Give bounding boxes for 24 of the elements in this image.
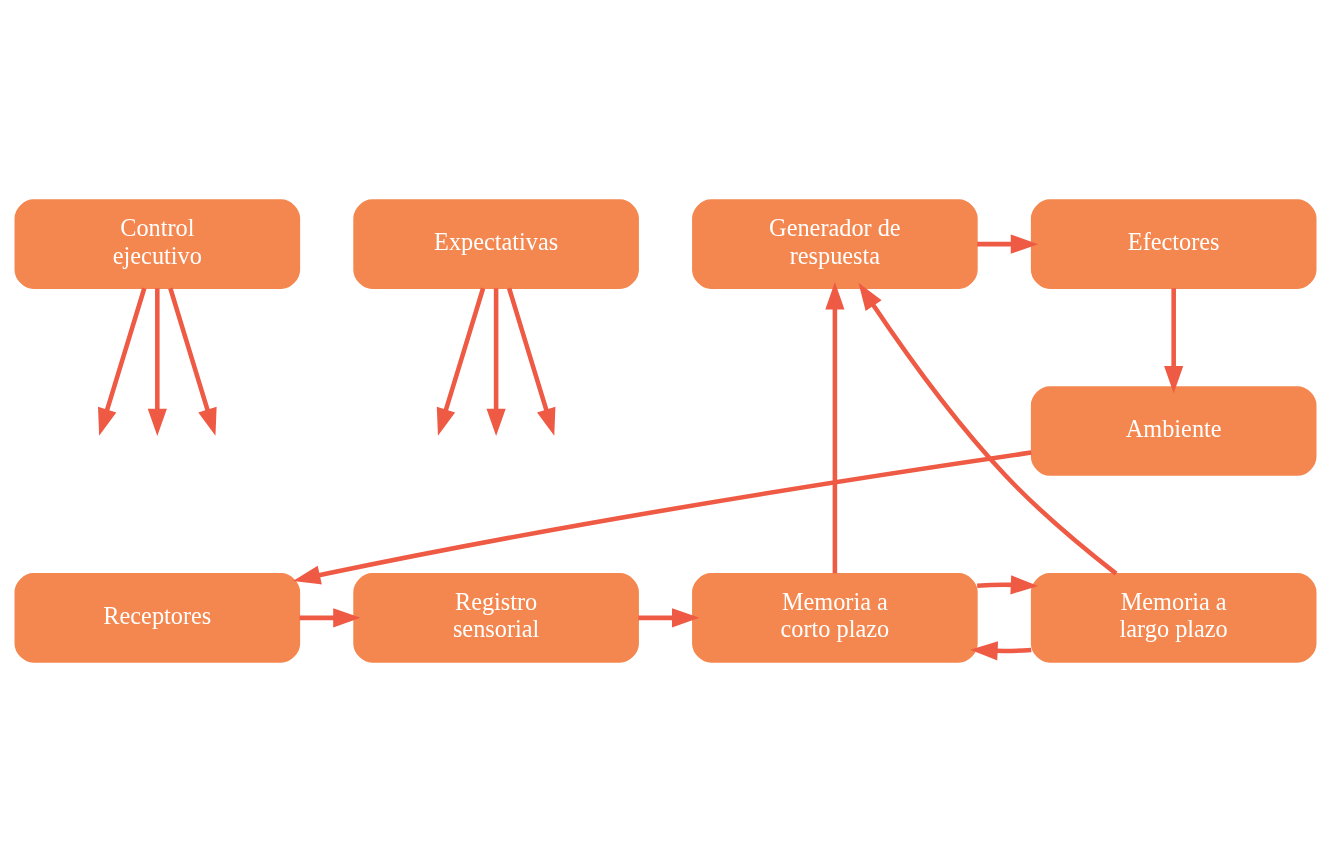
arrow bbox=[436, 287, 486, 436]
node-box: Control ejecutivo bbox=[14, 199, 301, 289]
arrow bbox=[98, 287, 147, 436]
arrow bbox=[299, 608, 361, 628]
node-box: Memoria a corto plazo bbox=[692, 573, 978, 663]
node-box: Ambiente bbox=[1030, 386, 1317, 476]
arrow bbox=[293, 450, 1032, 585]
arrow bbox=[147, 288, 167, 437]
arrow bbox=[486, 288, 506, 437]
arrow bbox=[168, 287, 217, 436]
arrow bbox=[977, 234, 1039, 254]
arrow bbox=[970, 641, 1032, 661]
arrow bbox=[1164, 288, 1184, 394]
arrow bbox=[977, 575, 1039, 595]
node-box: Generador de respuesta bbox=[692, 199, 978, 289]
node-box: Receptores bbox=[14, 573, 301, 663]
node-box: Registro sensorial bbox=[353, 573, 639, 663]
node-box: Memoria a largo plazo bbox=[1030, 573, 1317, 663]
arrow bbox=[506, 287, 556, 436]
arrow bbox=[825, 282, 845, 574]
arrow bbox=[858, 282, 1118, 576]
node-box: Expectativas bbox=[353, 199, 639, 289]
node-box: Efectores bbox=[1030, 199, 1317, 289]
arrow bbox=[638, 608, 700, 628]
